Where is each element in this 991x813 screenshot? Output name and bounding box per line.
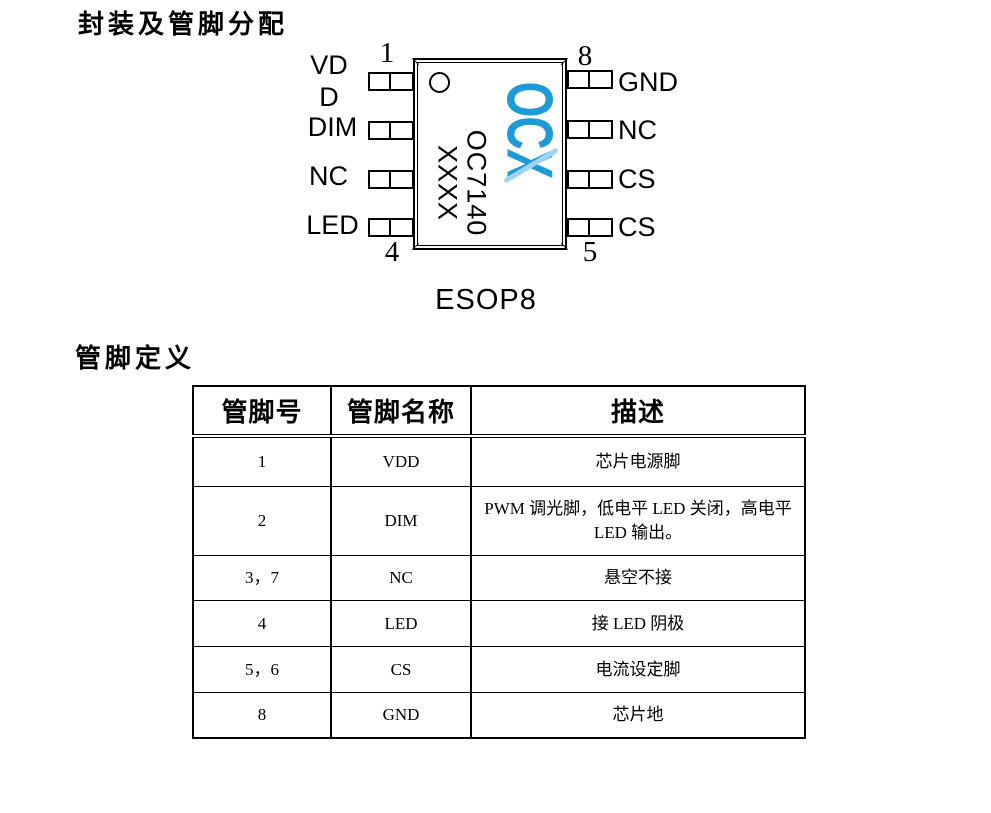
section-title-package: 封装及管脚分配 [78, 9, 289, 39]
pin-label-nc-right: NC [618, 115, 657, 145]
pin-lead-2 [368, 121, 414, 140]
pin-desc-cell: 芯片地 [470, 692, 806, 739]
pin-desc-cell: 芯片电源脚 [470, 435, 806, 487]
pin-desc-cell: 电流设定脚 [470, 646, 806, 693]
pin-number-cell: 2 [192, 486, 332, 556]
pin-lead-3 [368, 170, 414, 189]
col-header-pin-name: 管脚名称 [330, 385, 472, 438]
pin-lead-8 [567, 70, 613, 89]
pin-lead-4 [368, 218, 414, 237]
pin-label-cs-5: CS [618, 212, 656, 242]
pin-number-cell: 4 [192, 600, 332, 647]
chip-body-inner-outline [417, 62, 563, 246]
pin-lead-divider [389, 172, 391, 187]
col-header-description: 描述 [470, 385, 806, 438]
pin-name-cell: CS [330, 646, 472, 693]
pin-desc-cell: 悬空不接 [470, 555, 806, 601]
pin-label-nc-left: NC [309, 161, 348, 191]
pin1-indicator-dot [429, 72, 450, 93]
pin-lead-divider [588, 72, 590, 87]
pin-number-8: 8 [577, 40, 593, 72]
pin-lead-divider [389, 123, 391, 138]
table-row-nc: 3，7 NC 悬空不接 [192, 555, 806, 601]
table-row-cs: 5，6 CS 电流设定脚 [192, 646, 806, 693]
col-header-pin-number: 管脚号 [192, 385, 332, 438]
table-row-led: 4 LED 接 LED 阴极 [192, 600, 806, 647]
pin-definition-table: 管脚号 管脚名称 描述 1 VDD 芯片电源脚 2 DIM PWM 调光脚，低电… [192, 385, 806, 739]
pin-name-cell: NC [330, 555, 472, 601]
pin-label-vdd: VD D [310, 50, 348, 112]
pin-label-cs-6: CS [618, 164, 656, 194]
pin-number-cell: 3，7 [192, 555, 332, 601]
section-title-pin-definition: 管脚定义 [75, 343, 196, 373]
pin-lead-divider [588, 220, 590, 235]
pin-label-dim: DIM [307, 112, 358, 142]
pin-lead-7 [567, 120, 613, 139]
pin-name-cell: GND [330, 692, 472, 739]
pin-number-cell: 8 [192, 692, 332, 739]
pin-name-cell: DIM [330, 486, 472, 556]
pin-lead-5 [567, 218, 613, 237]
pin-lead-6 [567, 170, 613, 189]
pin-desc-cell: PWM 调光脚，低电平 LED 关闭，高电平 LED 输出。 [470, 486, 806, 556]
pin-lead-divider [389, 220, 391, 235]
table-row-vdd: 1 VDD 芯片电源脚 [192, 435, 806, 487]
pin-name-cell: VDD [330, 435, 472, 487]
pin-definition-table-container: 管脚号 管脚名称 描述 1 VDD 芯片电源脚 2 DIM PWM 调光脚，低电… [192, 385, 806, 739]
pin-lead-divider [588, 122, 590, 137]
pin-number-5: 5 [582, 236, 598, 268]
pin-number-4: 4 [384, 236, 400, 268]
pin-label-gnd: GND [618, 67, 678, 97]
pin-lead-1 [368, 72, 414, 91]
table-row-dim: 2 DIM PWM 调光脚，低电平 LED 关闭，高电平 LED 输出。 [192, 486, 806, 556]
package-name-label: ESOP8 [435, 284, 537, 316]
pin-desc-cell: 接 LED 阴极 [470, 600, 806, 647]
pin-lead-divider [588, 172, 590, 187]
pin-name-cell: LED [330, 600, 472, 647]
table-row-gnd: 8 GND 芯片地 [192, 692, 806, 739]
chip-marking-part-number: OC7140 [461, 129, 492, 237]
pin-number-cell: 1 [192, 435, 332, 487]
chip-marking-lot: XXXX [432, 144, 463, 222]
pin-number-1: 1 [379, 37, 395, 69]
pin-lead-divider [389, 74, 391, 89]
pin-label-led: LED [306, 210, 359, 240]
pin-number-cell: 5，6 [192, 646, 332, 693]
table-header-row: 管脚号 管脚名称 描述 [192, 385, 806, 438]
